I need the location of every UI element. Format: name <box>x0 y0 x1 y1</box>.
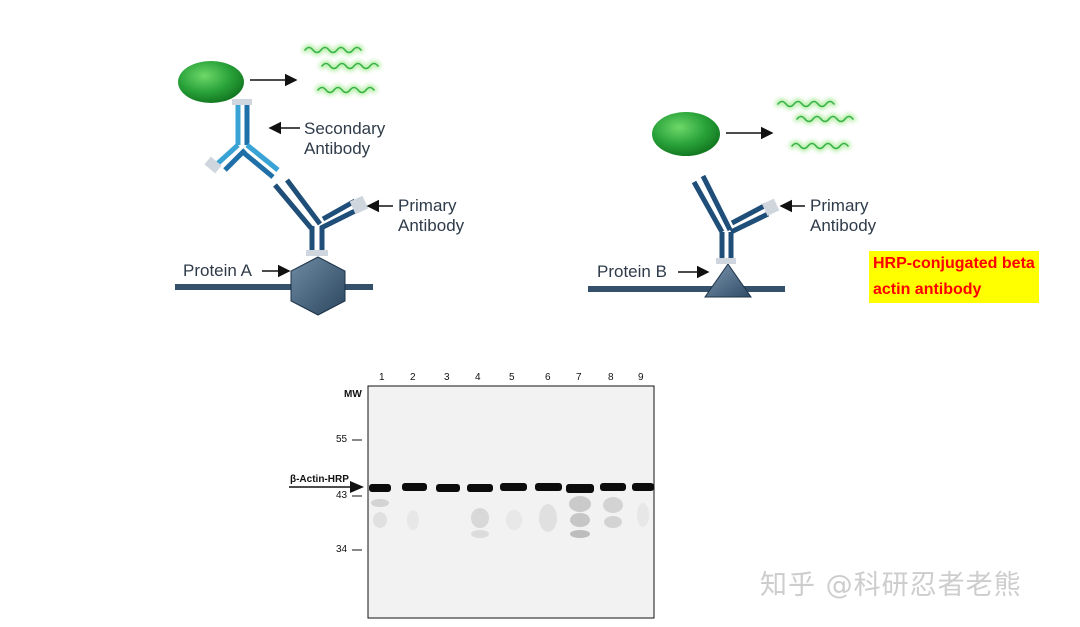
right-signal-waves-icon <box>775 98 856 152</box>
band-lane-1 <box>369 484 391 492</box>
band-lane-4 <box>467 484 493 492</box>
left-primary-antibody-label: Primary Antibody <box>398 196 464 236</box>
right-enzyme-icon <box>652 112 720 156</box>
marker-label-43: 43 <box>336 490 348 501</box>
protein-b-triangle-icon <box>704 263 752 298</box>
left-label-arrows <box>262 121 393 278</box>
left-membrane <box>175 284 373 290</box>
band-label-arrow <box>289 481 364 493</box>
band-lane-7 <box>566 484 594 493</box>
secondary-antibody-label: Secondary Antibody <box>304 119 385 159</box>
lane-number: 5 <box>509 372 515 383</box>
left-secondary-antibody <box>204 99 280 179</box>
band-lane-9 <box>632 483 654 491</box>
band-lane-5 <box>500 483 527 491</box>
lane-number: 7 <box>576 372 582 383</box>
left-signal-waves-icon <box>302 44 381 96</box>
watermark: 知乎 @科研忍者老熊 <box>760 570 1022 601</box>
right-primary-antibody-label: Primary Antibody <box>810 196 876 236</box>
lane-number: 4 <box>475 372 481 383</box>
blot-membrane <box>367 385 655 619</box>
marker-label-55: 55 <box>336 434 348 445</box>
left-primary-antibody <box>273 178 369 256</box>
right-membrane <box>588 286 785 292</box>
band-lane-3 <box>436 484 460 492</box>
lane-number: 6 <box>545 372 551 383</box>
left-primary-antibody-label-line2: Antibody <box>398 216 465 235</box>
lane-number: 3 <box>444 372 450 383</box>
left-primary-antibody-label-line1: Primary <box>398 196 457 215</box>
right-primary-antibody <box>691 174 780 264</box>
blot-bands <box>369 483 654 493</box>
protein-a-hexagon-icon <box>290 256 346 316</box>
right-primary-antibody-label-line2: Antibody <box>810 216 877 235</box>
marker-label-34: 34 <box>336 544 348 555</box>
protein-a-label: Protein A <box>183 261 252 280</box>
blot-marker-ticks <box>352 439 362 551</box>
band-lane-8 <box>600 483 626 491</box>
band-lane-2 <box>402 483 427 491</box>
lane-number: 2 <box>410 372 416 383</box>
hrp-conjugated-highlight: HRP-conjugated beta actin antibody <box>869 251 1039 303</box>
lane-number: 1 <box>379 372 385 383</box>
blot-smears <box>371 496 649 538</box>
mw-label: MW <box>344 389 362 400</box>
lane-number: 8 <box>608 372 614 383</box>
lane-number: 9 <box>638 372 644 383</box>
secondary-antibody-label-line1: Secondary <box>304 119 386 138</box>
secondary-antibody-label-line2: Antibody <box>304 139 371 158</box>
hrp-highlight-line1: HRP-conjugated beta <box>873 255 1035 272</box>
right-label-arrows <box>678 199 805 279</box>
right-primary-antibody-label-line1: Primary <box>810 196 869 215</box>
left-enzyme-icon <box>178 61 244 103</box>
protein-b-label: Protein B <box>597 262 667 281</box>
beta-actin-hrp-label: β-Actin-HRP <box>290 474 349 485</box>
hrp-highlight-line2: actin antibody <box>873 281 982 298</box>
band-lane-6 <box>535 483 562 491</box>
